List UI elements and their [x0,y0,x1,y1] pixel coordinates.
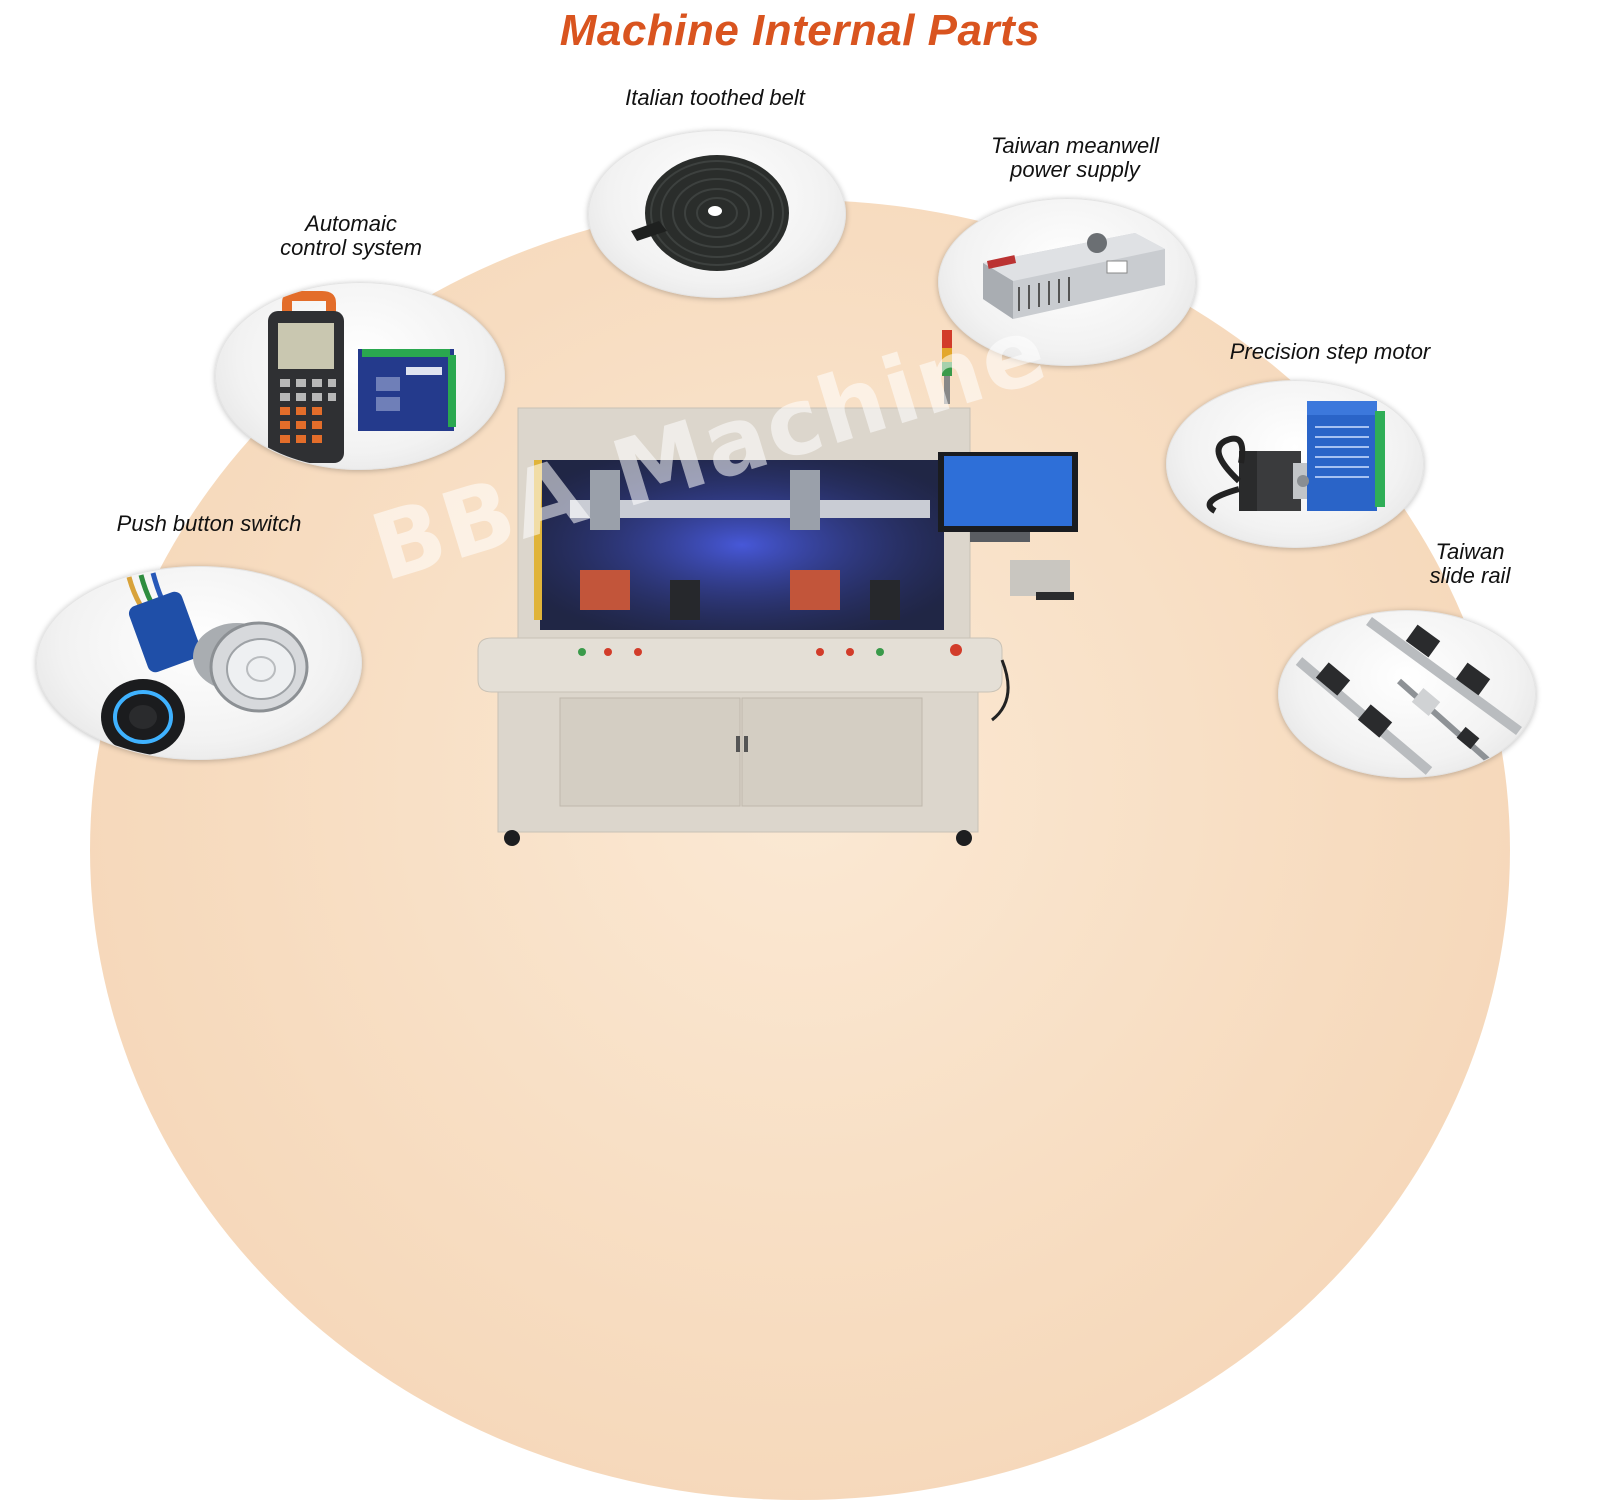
power-supply-icon [983,233,1165,319]
step-motor-icon [1206,401,1385,514]
page-title: Machine Internal Parts [559,6,1041,55]
motor-oval [1166,380,1424,548]
rail-label-line1: Taiwan [1435,539,1505,564]
controller-icon [268,291,456,463]
power-label-line2: power supply [1010,157,1140,182]
control-oval [215,282,505,470]
motor-label: Precision step motor [1229,339,1431,364]
button-oval [36,566,362,760]
slide-rail-icon [1295,616,1522,775]
button-label: Push button switch [116,511,302,536]
rail-label-line2: slide rail [1429,563,1511,588]
control-label-line1: Automaic [305,211,397,236]
rail-oval [1278,610,1536,778]
machine-image [470,320,1090,865]
toothed-belt-icon [631,155,789,271]
push-button-icon [101,572,309,755]
power-oval [938,198,1196,366]
control-label-line2: control system [280,235,422,260]
power-label-line1: Taiwan meanwell [991,133,1159,158]
belt-label: Italian toothed belt [625,85,805,110]
belt-oval [588,130,846,298]
